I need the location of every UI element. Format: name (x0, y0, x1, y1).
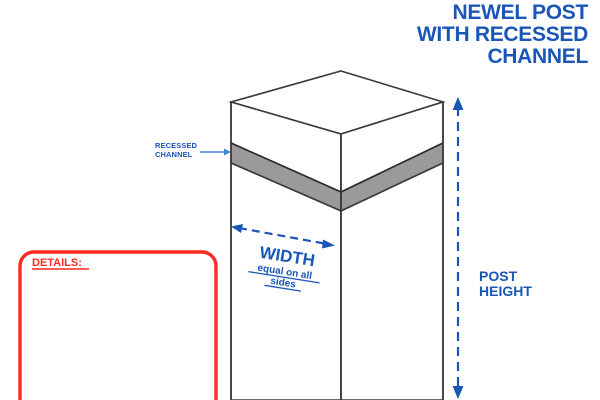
post-height-arrow-up-icon (452, 97, 464, 110)
post-height-dimension: POST HEIGHT (452, 97, 532, 399)
post-height-arrow-down-icon (452, 386, 464, 399)
page-title-line-2: WITH RECESSED (417, 23, 588, 46)
width-sublabel-underline-2 (264, 284, 302, 292)
width-sublabel-underline-1 (248, 270, 320, 284)
page-title-line-3: CHANNEL (487, 45, 588, 68)
details-panel[interactable]: DETAILS: (18, 250, 218, 400)
post-illustration (228, 70, 446, 400)
post-height-label-line-2: HEIGHT (479, 283, 532, 299)
width-arrow-left-icon (231, 224, 243, 233)
recessed-channel-label-line-1: RECESSED (155, 141, 198, 150)
page-title-line-1: NEWEL POST (453, 1, 589, 24)
post-height-label-line-1: POST (479, 268, 518, 284)
width-arrow-right-icon (322, 239, 335, 249)
page-title: NEWEL POST WITH RECESSED CHANNEL (417, 1, 589, 68)
details-panel-border[interactable] (18, 250, 218, 400)
recessed-channel-label-line-2: CHANNEL (155, 150, 193, 159)
leader-arrow-right-icon (224, 148, 231, 156)
recessed-channel-callout: RECESSED CHANNEL (155, 141, 231, 159)
details-panel-heading: DETAILS: (32, 257, 82, 269)
width-dimension-line (238, 226, 328, 246)
